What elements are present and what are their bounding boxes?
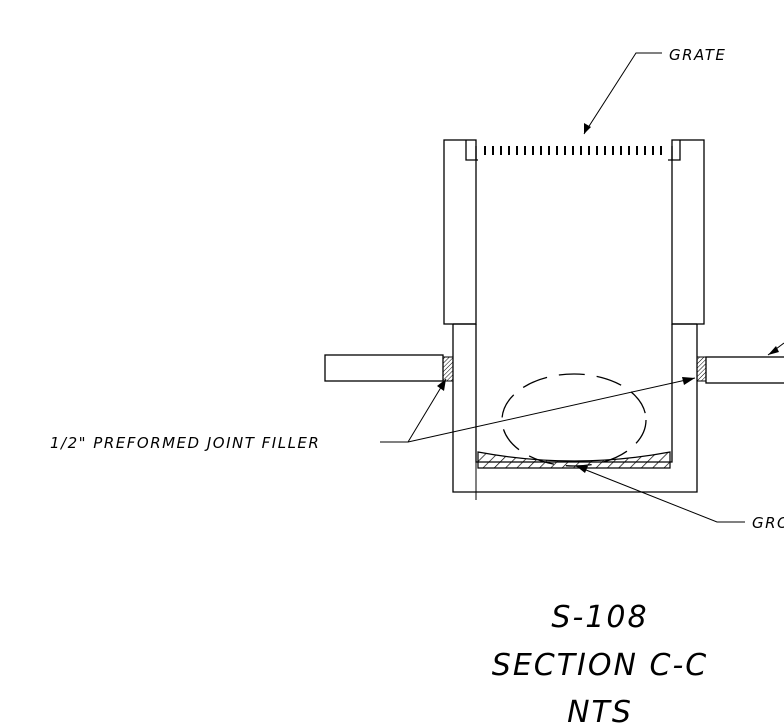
grate-bar xyxy=(636,146,638,155)
grate-bars xyxy=(484,146,662,155)
grate-bar xyxy=(604,146,606,155)
grate-bar xyxy=(564,146,566,155)
slab-left xyxy=(324,354,454,382)
grout-leader xyxy=(575,465,745,523)
grate-bar xyxy=(500,146,502,155)
grate-bar xyxy=(532,146,534,155)
grate-bar xyxy=(580,146,582,155)
grate-bar xyxy=(540,146,542,155)
joint-filler-label: 1/2" PREFORMED JOINT FILLER xyxy=(50,434,320,452)
joint-filler-leaders xyxy=(380,377,696,443)
grate-bar xyxy=(644,146,646,155)
drawing-number: S-108 xyxy=(551,600,648,635)
grate-bar xyxy=(596,146,598,155)
grate-bar xyxy=(620,146,622,155)
grate-bar xyxy=(516,146,518,155)
slab-right-leader xyxy=(767,342,784,356)
grate-bar xyxy=(660,146,662,155)
grate-bar xyxy=(548,146,550,155)
grate-bar xyxy=(556,146,558,155)
grate-bar xyxy=(628,146,630,155)
grate-bar xyxy=(652,146,654,155)
upper-wall-left xyxy=(443,139,477,325)
grate-label: GRATE xyxy=(669,46,726,64)
slab-right xyxy=(696,356,784,384)
scale-note: NTS xyxy=(567,695,633,726)
section-title: SECTION C-C xyxy=(492,648,708,683)
grate-frame xyxy=(465,140,681,161)
grate-leader xyxy=(583,52,662,135)
grout-label: GRO xyxy=(752,514,784,532)
box-body xyxy=(452,140,698,500)
grate-bar xyxy=(484,146,486,155)
grate-bar xyxy=(492,146,494,155)
grate-bar xyxy=(508,146,510,155)
grate-bar xyxy=(572,146,574,155)
grate-bar xyxy=(612,146,614,155)
pipe-outline-dashed xyxy=(501,373,647,467)
grate-bar xyxy=(588,146,590,155)
grout-fill xyxy=(477,451,671,469)
upper-wall-right xyxy=(671,139,705,325)
grate-bar xyxy=(524,146,526,155)
